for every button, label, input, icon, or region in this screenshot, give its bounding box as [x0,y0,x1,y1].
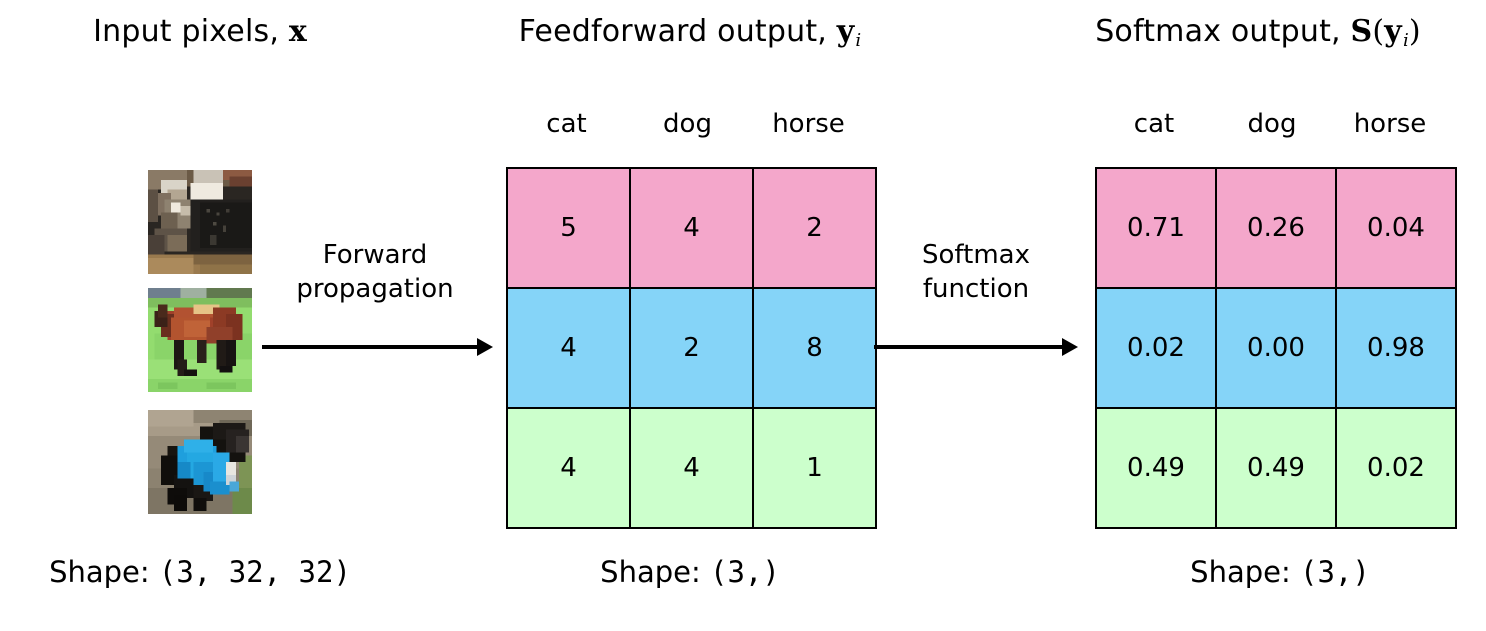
forward-propagation-arrow-head [477,338,493,356]
logits-cell-0-0: 5 [506,167,631,289]
softmax-cell-1-2: 0.98 [1335,287,1457,409]
logits-header-horse-text: horse [772,109,845,139]
table-row: 0.02 0.00 0.98 [1095,287,1457,409]
page-title-feedforward-output: Feedforward output, yi [420,14,960,51]
softmax-column-header-horse: horse [1331,109,1449,139]
softmax-function-label-line2: function [922,274,1030,305]
softmax-cell-0-2: 0.04 [1335,167,1457,289]
forward-propagation-label-line2: propagation [296,274,454,305]
logits-cell-2-2: 1 [752,407,877,529]
softmax-cell-2-1: 0.49 [1215,407,1337,529]
logits-cell-1-2: 8 [752,287,877,409]
softmax-cell-0-0: 0.71 [1095,167,1217,289]
logits-cell-2-1: 4 [629,407,754,529]
softmax-cell-0-1: 0.26 [1215,167,1337,289]
horse-thumbnail [148,288,252,392]
logits-header-cat-text: cat [546,109,587,139]
softmax-column-header-dog: dog [1213,109,1331,139]
logits-table: 5 4 2 4 2 8 4 4 1 [506,167,877,529]
input-shape-value: (3, 32, 32) [158,555,351,589]
logits-column-header-dog: dog [627,109,748,139]
table-row: 4 2 8 [506,287,877,409]
logits-header-dog-text: dog [663,109,712,139]
horse-thumbnail-image [148,288,252,392]
softmax-title-close-paren: ) [1408,14,1421,49]
feedforward-shape-value: (3,) [709,555,780,589]
page-title-softmax-output: Softmax output, S(yi) [1030,14,1486,51]
softmax-function-label-line1: Softmax [922,240,1030,270]
softmax-cell-2-0: 0.49 [1095,407,1217,529]
softmax-title-inner-symbol: y [1384,14,1402,49]
logits-cell-1-1: 2 [629,287,754,409]
feedforward-title-text: Feedforward output, [518,14,837,49]
forward-propagation-label: Forward propagation [262,238,488,307]
softmax-shape-value: (3,) [1299,555,1370,589]
softmax-title-subscript: i [1402,30,1409,52]
input-shape-label: Shape: [49,555,159,589]
input-title-text: Input pixels, [93,14,289,49]
forward-propagation-arrow-line [262,345,477,349]
feedforward-title-symbol: y [836,14,855,49]
softmax-header-cat-text: cat [1133,109,1175,139]
logits-column-header-cat: cat [506,109,627,139]
table-row: 0.71 0.26 0.04 [1095,167,1457,289]
dog-thumbnail-image [148,410,252,514]
feedforward-title-subscript: i [855,30,862,52]
input-title-symbol: x [288,14,307,49]
softmax-cell-1-1: 0.00 [1215,287,1337,409]
softmax-table: 0.71 0.26 0.04 0.02 0.00 0.98 0.49 0.49 … [1095,167,1457,529]
logits-column-header-horse: horse [748,109,869,139]
softmax-shape-label: Shape: [1190,555,1300,589]
softmax-title-symbol: S [1350,14,1373,49]
softmax-function-arrow-head [1062,338,1078,356]
softmax-header-horse-text: horse [1353,109,1427,139]
table-row: 4 4 1 [506,407,877,529]
input-shape-caption: Shape: (3, 32, 32) [0,555,400,589]
dog-thumbnail [148,410,252,514]
softmax-header-dog-text: dog [1247,109,1297,139]
logits-cell-2-0: 4 [506,407,631,529]
logits-cell-0-1: 4 [629,167,754,289]
table-row: 5 4 2 [506,167,877,289]
softmax-title-text: Softmax output, [1095,14,1351,49]
feedforward-shape-label: Shape: [600,555,710,589]
table-row: 0.49 0.49 0.02 [1095,407,1457,529]
softmax-title-open-paren: ( [1372,14,1385,49]
softmax-cell-2-2: 0.02 [1335,407,1457,529]
logits-cell-1-0: 4 [506,287,631,409]
page-title-input-pixels: Input pixels, x [0,14,400,49]
feedforward-shape-caption: Shape: (3,) [530,555,850,589]
cat-thumbnail-image [148,170,252,274]
softmax-function-label: Softmax function [872,238,1080,307]
softmax-shape-caption: Shape: (3,) [1120,555,1440,589]
forward-propagation-label-line1: Forward [322,240,428,270]
softmax-cell-1-0: 0.02 [1095,287,1217,409]
logits-cell-0-2: 2 [752,167,877,289]
softmax-column-header-cat: cat [1095,109,1213,139]
cat-thumbnail [148,170,252,274]
softmax-function-arrow-line [874,345,1062,349]
